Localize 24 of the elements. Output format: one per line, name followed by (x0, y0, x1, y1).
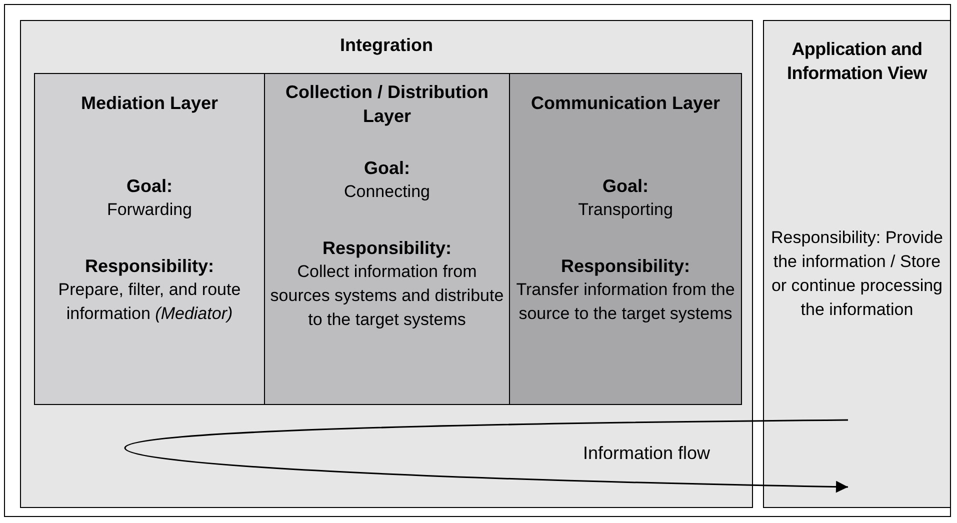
heading: Application and Information View (786, 38, 928, 85)
heading: Mediation Layer (80, 92, 220, 115)
responsibility-heading: Responsibility: (321, 237, 452, 260)
goal-heading: Goal: (601, 175, 650, 198)
goal-heading: Goal: (125, 175, 174, 198)
responsibility-text: Transfer information from the source to the target systems (515, 279, 736, 325)
group-title: Integration (339, 34, 434, 57)
flow-label: Information flow (583, 443, 710, 464)
responsibility-text: Prepare, filter, and route information (Mediator) (57, 279, 242, 325)
view-panel (763, 20, 951, 508)
heading: Communication Layer (530, 92, 722, 115)
goal-text: Connecting (342, 181, 431, 203)
goal-text: Forwarding (106, 199, 194, 221)
responsibility-text: Responsibility: Provide the information / Store or continue processing the information (770, 227, 944, 321)
layer-box (509, 73, 742, 405)
heading: Collection / Distribution Layer (284, 81, 490, 128)
responsibility-text: Collect information from sources systems and distribute to the target systems (269, 261, 505, 331)
responsibility-heading: Responsibility: (84, 255, 215, 278)
group-panel (20, 20, 753, 508)
responsibility-heading: Responsibility: (560, 255, 691, 278)
layer-box (264, 73, 510, 405)
layer-box (34, 73, 265, 405)
goal-heading: Goal: (362, 157, 411, 180)
goal-text: Transporting (577, 199, 674, 221)
